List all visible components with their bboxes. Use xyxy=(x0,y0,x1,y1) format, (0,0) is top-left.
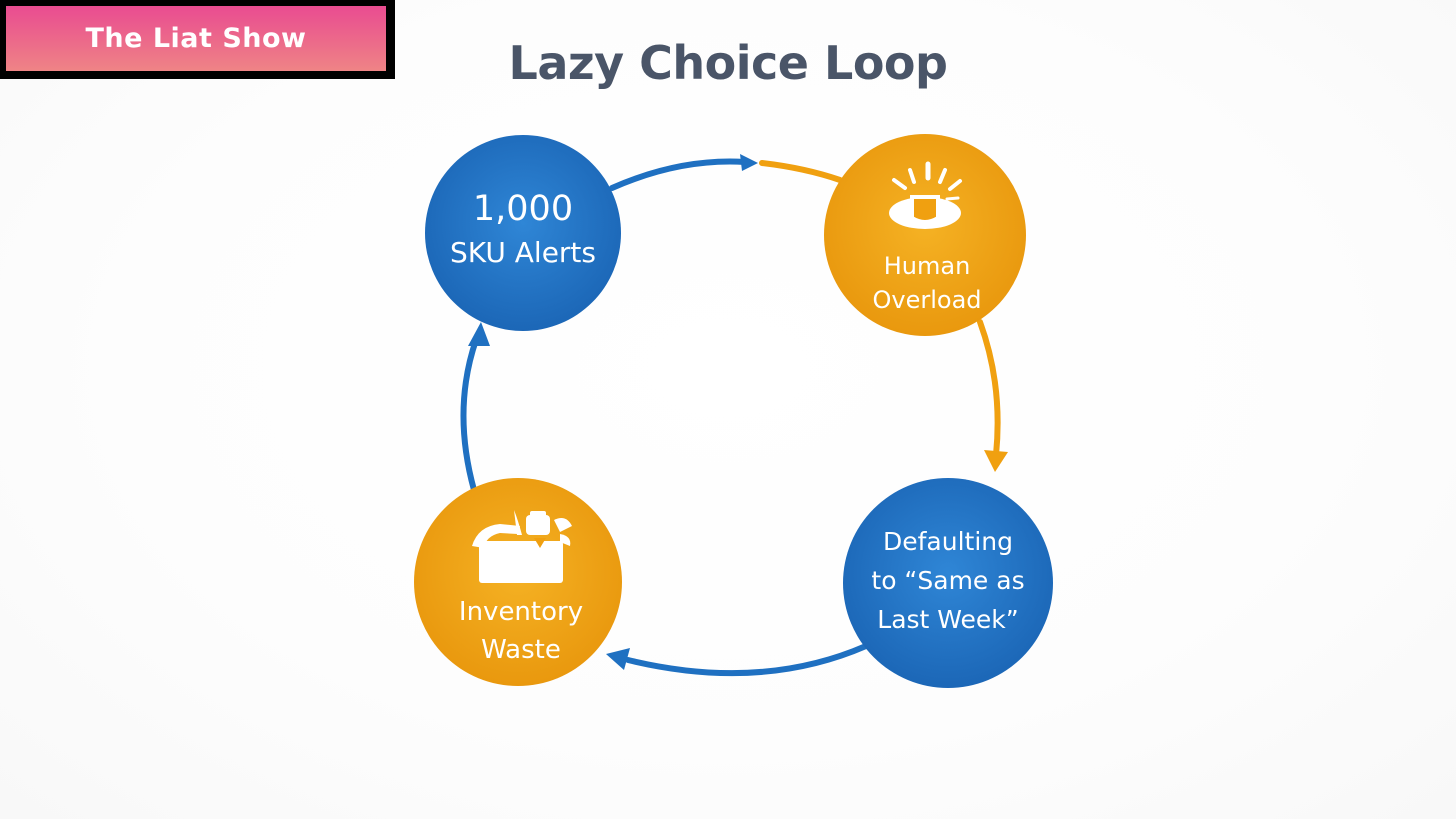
edge-overload-to-defaulting xyxy=(977,319,1008,472)
node-defaulting: Defaulting to “Same as Last Week” xyxy=(843,478,1053,688)
node-defaulting-line-1: Defaulting xyxy=(883,527,1013,556)
waste-box-icon xyxy=(472,510,572,583)
node-defaulting-circle xyxy=(843,478,1053,688)
node-inventory-waste-line-1: Inventory xyxy=(459,597,583,627)
show-badge-fill: The Liat Show xyxy=(6,6,386,71)
show-badge-label: The Liat Show xyxy=(85,23,307,54)
show-badge: The Liat Show xyxy=(0,0,395,79)
node-human-overload-line-2: Overload xyxy=(872,286,981,314)
overload-alarm-icon xyxy=(889,161,962,229)
page-title: Lazy Choice Loop xyxy=(508,36,948,90)
edge-sku-to-overload xyxy=(609,154,843,191)
node-inventory-waste-line-2: Waste xyxy=(481,635,561,665)
node-human-overload-circle xyxy=(824,134,1026,336)
edge-defaulting-to-waste xyxy=(606,643,869,677)
node-sku-alerts-line-1: 1,000 xyxy=(473,189,573,229)
node-human-overload: Human Overload xyxy=(824,134,1026,336)
edge-waste-to-sku xyxy=(460,322,490,493)
node-human-overload-line-1: Human xyxy=(884,252,971,280)
node-defaulting-line-3: Last Week” xyxy=(877,605,1018,634)
node-inventory-waste: Inventory Waste xyxy=(414,478,622,686)
node-sku-alerts-line-2: SKU Alerts xyxy=(450,236,596,269)
node-sku-alerts-circle xyxy=(425,135,621,331)
node-defaulting-line-2: to “Same as xyxy=(871,566,1024,595)
node-sku-alerts: 1,000 SKU Alerts xyxy=(425,135,621,331)
